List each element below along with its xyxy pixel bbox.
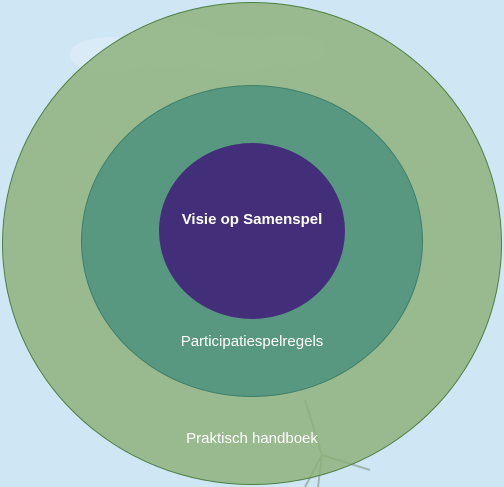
middle-ring-label: Participatiespelregels: [180, 333, 324, 350]
inner-circle-label: Visie op Samenspel: [181, 211, 323, 228]
inner-circle: [159, 143, 345, 319]
outer-ring-label: Praktisch handboek: [186, 430, 318, 447]
